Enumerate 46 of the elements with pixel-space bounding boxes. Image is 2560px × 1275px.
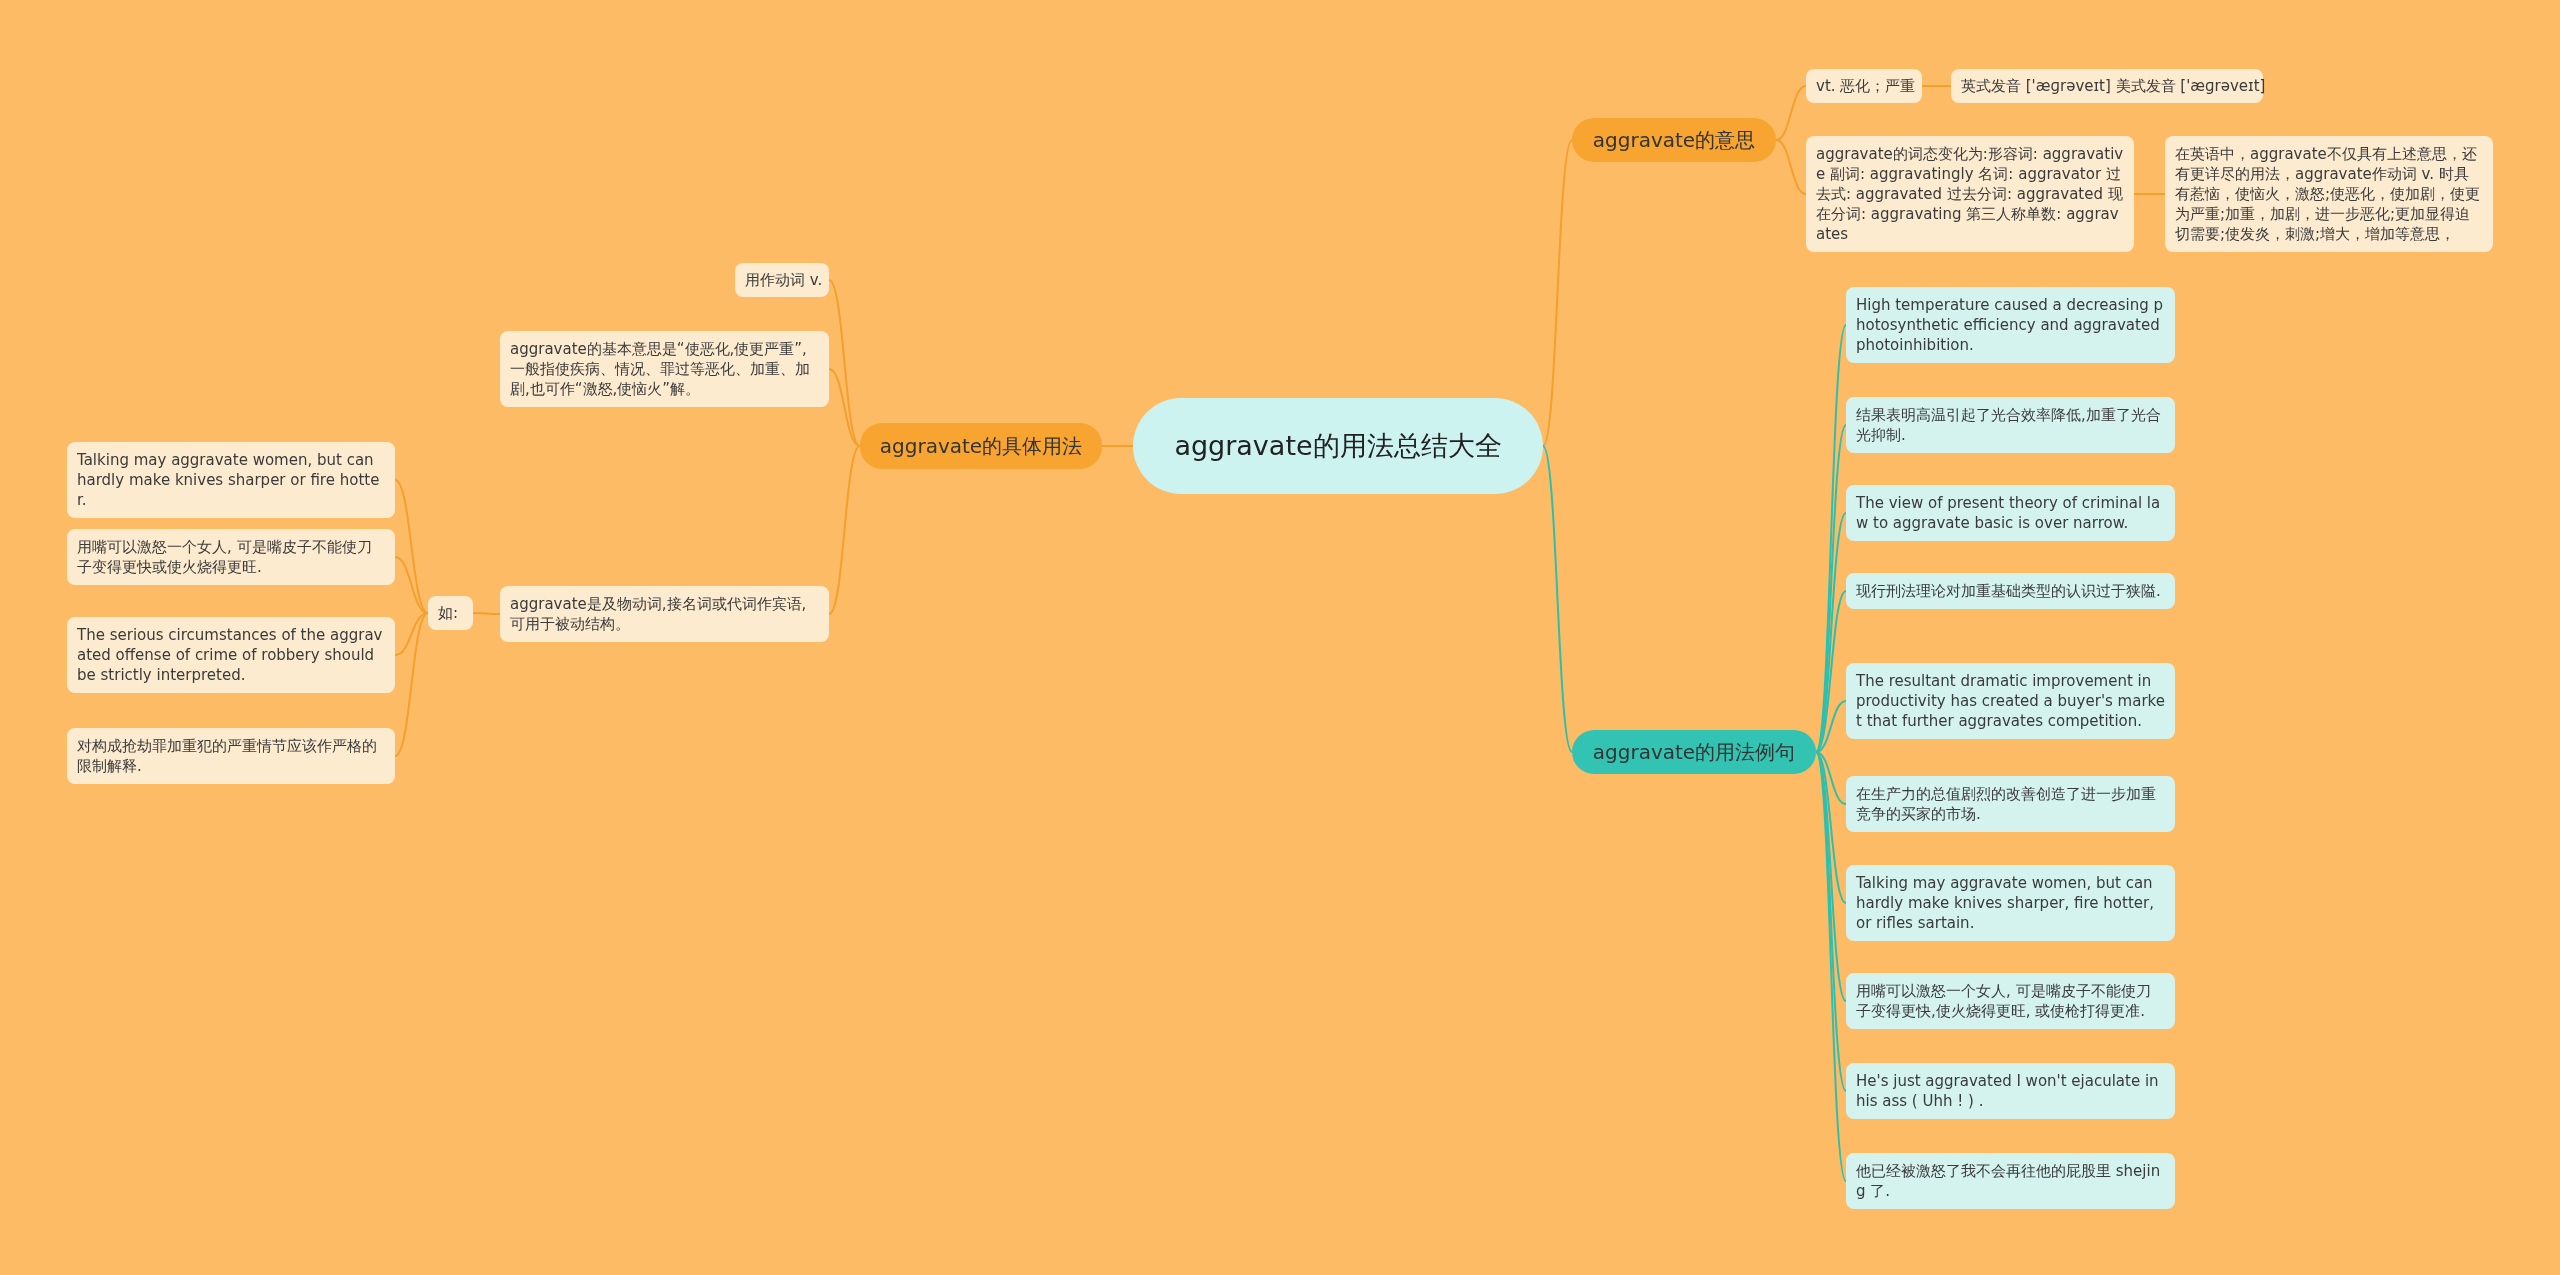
topic-bubble: aggravate的用法总结大全 — [1133, 398, 1543, 494]
note-card: aggravate的基本意思是“使恶化,使更严重”,一般指使疾病、情况、罪过等恶化、加重、加剧,也可作“激怒,使恼火”解。 — [500, 331, 829, 407]
connector-line — [394, 479, 429, 614]
note-card: The view of present theory of criminal law to aggravate basic is over narrow. — [1846, 485, 2175, 541]
note-card: The serious circumstances of the aggravated offense of crime of robbery should be strictly interpreted. — [67, 617, 395, 693]
note-card: 在英语中，aggravate不仅具有上述意思，还有更详尽的用法，aggravate作动词 v. 时具有惹恼，使恼火，激怒;使恶化，使加剧，使更为严重;加重，加剧，进一步恶化;更加显得迫切需要;使发炎，刺激;增大，增加等意思， — [2165, 136, 2493, 252]
note-card: 结果表明高温引起了光合效率降低,加重了光合光抑制. — [1846, 397, 2175, 453]
connector-line — [1815, 751, 1847, 1182]
branch-node: aggravate的用法例句 — [1572, 730, 1816, 774]
note-card: 用嘴可以激怒一个女人, 可是嘴皮子不能使刀子变得更快或使火烧得更旺. — [67, 529, 395, 585]
connector-line — [394, 612, 429, 757]
note-card: 英式发音 ['æɡrəveɪt] 美式发音 ['æɡrəveɪt] — [1951, 69, 2263, 103]
connector-line — [1815, 424, 1847, 753]
connector-line — [472, 612, 501, 615]
note-card: vt. 恶化；严重 — [1806, 69, 1922, 103]
connector-line — [828, 279, 861, 447]
note-card: 现行刑法理论对加重基础类型的认识过于狭隘. — [1846, 573, 2175, 609]
connector-line — [1775, 85, 1807, 141]
note-card: 对构成抢劫罪加重犯的严重情节应该作严格的限制解释. — [67, 728, 395, 784]
connector-line — [1921, 85, 1952, 87]
connector-line — [394, 556, 429, 614]
note-card: He's just aggravated I won't ejaculate in his ass ( Uhh ! ) . — [1846, 1063, 2175, 1119]
connector-line — [828, 445, 861, 615]
branch-node: aggravate的意思 — [1572, 118, 1776, 162]
note-card: 他已经被激怒了我不会再往他的屁股里 shejing 了. — [1846, 1153, 2175, 1209]
note-card: Talking may aggravate women, but can hardly make knives sharper or fire hotter. — [67, 442, 395, 518]
note-card: 在生产力的总值剧烈的改善创造了进一步加重竞争的买家的市场. — [1846, 776, 2175, 832]
branch-node: aggravate的具体用法 — [860, 423, 1102, 469]
note-card: 用作动词 v. — [735, 263, 829, 297]
connector-line — [1815, 751, 1847, 805]
connector-line — [1815, 751, 1847, 904]
note-card: High temperature caused a decreasing photosynthetic efficiency and aggravated photoinhibition. — [1846, 287, 2175, 363]
note-card: 用嘴可以激怒一个女人, 可是嘴皮子不能使刀子变得更快,使火烧得更旺, 或使枪打得更准. — [1846, 973, 2175, 1029]
note-card: The resultant dramatic improvement in productivity has created a buyer's market that further aggravates competition. — [1846, 663, 2175, 739]
note-card: Talking may aggravate women, but can hardly make knives sharper, fire hotter, or rifles sartain. — [1846, 865, 2175, 941]
connector-line — [828, 368, 861, 447]
note-card: 如: — [428, 596, 473, 630]
connector-line — [1815, 700, 1847, 753]
connector-line — [394, 612, 429, 656]
connector-line — [1775, 139, 1807, 195]
connector-line — [2133, 193, 2166, 195]
connector-line — [1101, 445, 1134, 447]
connector-line — [1542, 139, 1573, 447]
connector-line — [1542, 445, 1573, 753]
note-card: aggravate的词态变化为:形容词: aggravative 副词: aggravatingly 名词: aggravator 过去式: aggravated 过去分词: aggravated 现在分词: aggravating 第三人称单数: aggravates — [1806, 136, 2134, 252]
note-card: aggravate是及物动词,接名词或代词作宾语,可用于被动结构。 — [500, 586, 829, 642]
